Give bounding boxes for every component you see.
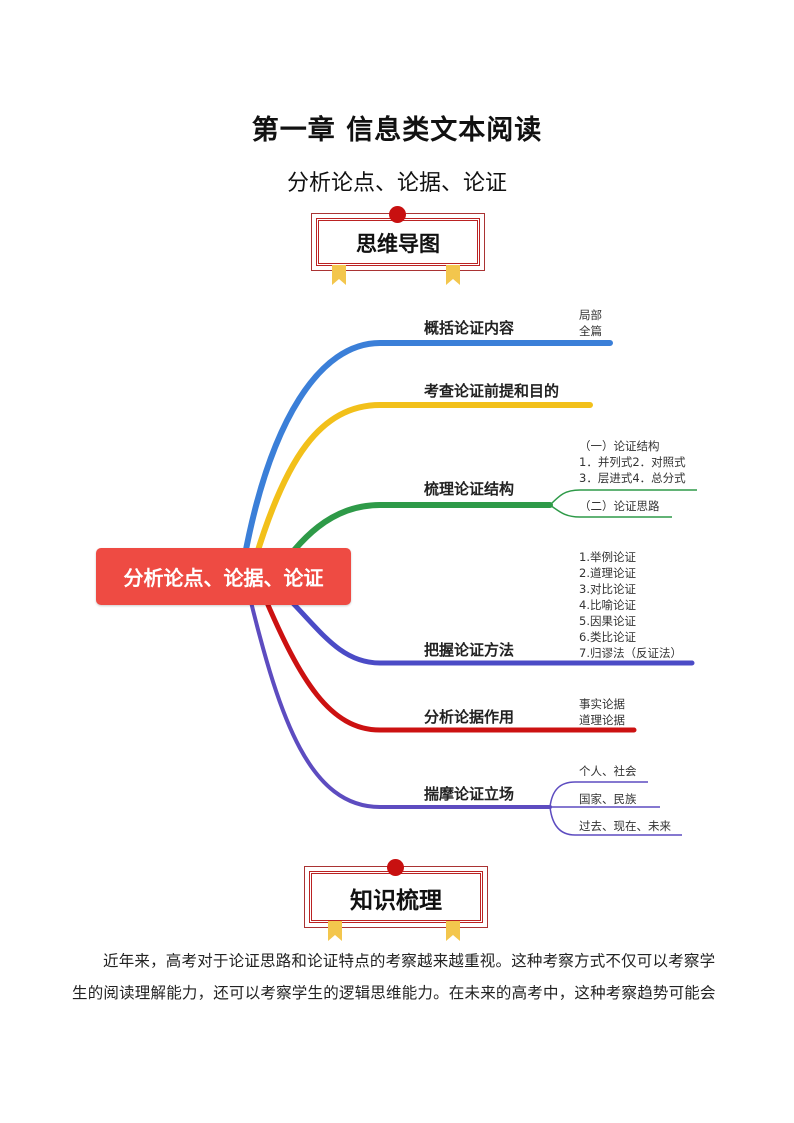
branch-label-structure: 梳理论证结构: [424, 480, 515, 498]
leaf-text: 3.对比论证: [579, 582, 636, 596]
branch-line-5: [262, 595, 637, 733]
leaf-text: 局部: [579, 308, 602, 322]
chapter-title: 第一章 信息类文本阅读: [251, 115, 543, 146]
sub-line-structure-1: [549, 489, 697, 506]
red-dot-icon: [387, 859, 404, 876]
leaf-text: 全篇: [579, 324, 602, 338]
branch-label-evidence: 分析论据作用: [424, 708, 515, 726]
ribbon-icon: [332, 265, 346, 285]
ribbon-icon: [328, 921, 342, 941]
ribbon-icon: [446, 265, 460, 285]
leaf-text: 6.类比论证: [579, 630, 636, 644]
mindmap-central-node: 分析论点、论据、论证: [96, 548, 351, 605]
body-paragraph: 近年来，高考对于论证思路和论证特点的考察越来越重视。这种考察方式不仅可以考察学生…: [72, 952, 716, 1002]
section-header-knowledge: 知识梳理: [304, 859, 488, 941]
leaf-text: 国家、民族: [579, 792, 637, 806]
sub-line-stance-3: [549, 806, 682, 836]
leaf-text: 7.归谬法（反证法）: [579, 646, 682, 660]
branch-line-1: [241, 340, 613, 563]
leaf-text: 2.道理论证: [579, 566, 636, 580]
leaf-text: 1．并列式2．对照式: [579, 455, 686, 469]
leaf-text: 道理论据: [579, 713, 625, 727]
section-header-mindmap: 思维导图: [311, 206, 485, 285]
section-title-mindmap: 思维导图: [356, 232, 440, 256]
leaf-text: 个人、社会: [579, 764, 637, 778]
branch-label-premise: 考查论证前提和目的: [424, 382, 560, 400]
leaf-text: （一）论证结构: [579, 439, 660, 453]
ribbon-icon: [446, 921, 460, 941]
sub-line-stance-1: [549, 781, 648, 808]
leaf-text: 4.比喻论证: [579, 598, 636, 612]
red-dot-icon: [389, 206, 406, 223]
leaf-text: 事实论据: [579, 697, 625, 711]
leaf-text: （二）论证思路: [579, 499, 660, 513]
leaf-text: 5.因果论证: [579, 614, 636, 628]
leaf-text: 1.举例论证: [579, 550, 636, 564]
leaf-text: 3．层进式4．总分式: [579, 471, 686, 485]
branch-label-summarize: 概括论证内容: [424, 319, 515, 337]
subtitle: 分析论点、论据、论证: [286, 171, 507, 196]
section-title-knowledge: 知识梳理: [350, 888, 442, 914]
branch-line-6: [248, 596, 552, 809]
branch-label-methods: 把握论证方法: [424, 641, 515, 659]
leaf-text: 过去、现在、未来: [579, 819, 671, 833]
branch-label-stance: 揣摩论证立场: [424, 785, 515, 803]
branch-line-2: [252, 402, 593, 563]
branch-line-4: [282, 592, 695, 666]
sub-line-structure-2: [549, 504, 672, 518]
